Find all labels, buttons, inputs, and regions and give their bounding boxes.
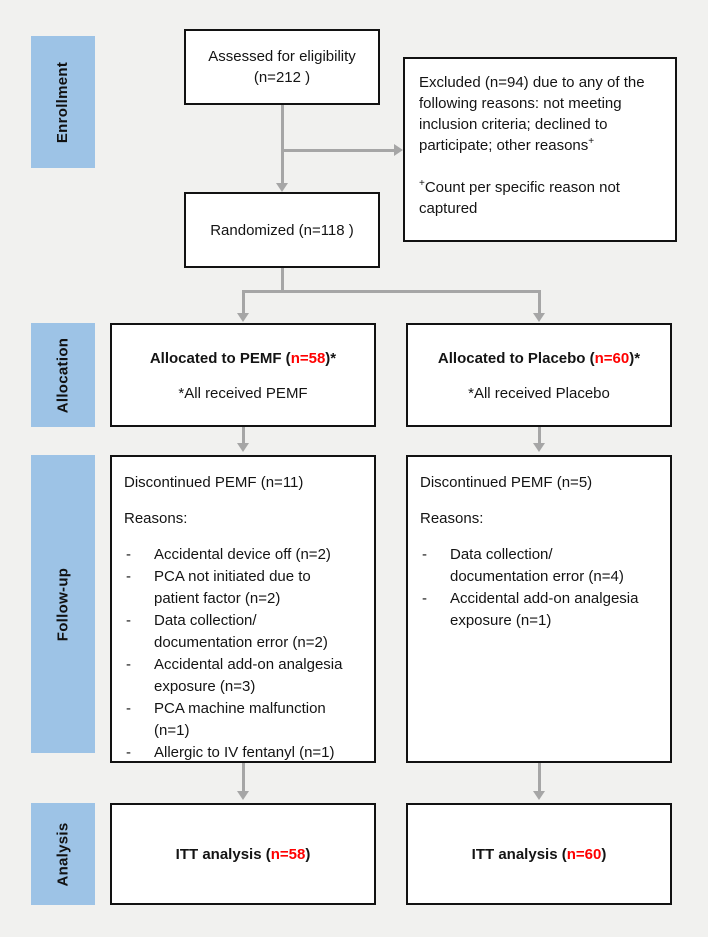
connector-split-right [537, 289, 541, 314]
superscript-plus: + [588, 136, 595, 147]
bullet-dash: - [126, 656, 131, 673]
allocation-sub-placebo: *All received Placebo [468, 385, 610, 402]
alloc-pemf-post: )* [325, 350, 337, 367]
bullet-dash: - [126, 744, 131, 761]
reasons-list-pemf: - Accidental device off (n=2) - PCA not ini… [124, 544, 358, 764]
arrowhead-down-analysis-left [236, 791, 249, 800]
arrowhead-right-excluded [394, 143, 403, 156]
itt-pemf-post: ) [305, 845, 311, 863]
reason-item: - Data collection/ documentation error (n… [420, 544, 654, 588]
assessed-line2: (n=212 ) [253, 69, 311, 86]
analysis-box-placebo: ITT analysis (n=60) [406, 803, 672, 905]
allocation-title-pemf: Allocated to PEMF (n=58)* [150, 348, 336, 369]
reason-item: - PCA not initiated due to patient factor… [124, 566, 358, 610]
arrowhead-down-alloc-left [236, 313, 249, 322]
reason-item: - Accidental add-on analgesia exposure (n… [124, 654, 358, 698]
reason-text: Allergic to IV fentanyl (n=1) [154, 744, 335, 761]
randomized-box: Randomized (n=118 ) [184, 192, 380, 268]
analysis-box-pemf: ITT analysis (n=58) [110, 803, 376, 905]
reason-item: - PCA machine malfunction (n=1) [124, 698, 358, 742]
stage-band-followup: Follow-up [31, 455, 95, 753]
allocation-title-placebo: Allocated to Placebo (n=60)* [438, 348, 640, 369]
discontinued-title-placebo: Discontinued PEMF (n=5) [420, 474, 593, 491]
bullet-dash: - [422, 546, 427, 563]
connector-randomized-stem [280, 268, 284, 292]
stage-label-analysis: Analysis [54, 821, 72, 887]
bullet-dash: - [126, 546, 131, 563]
connector-alloc-to-fu-right [537, 427, 541, 444]
itt-analysis-pemf: ITT analysis (n=58) [176, 844, 311, 865]
connector-fu-to-analysis-right [537, 763, 541, 792]
allocation-box-pemf: Allocated to PEMF (n=58)* *All received … [110, 323, 376, 427]
reason-text: Accidental add-on analgesia exposure (n=… [154, 656, 343, 695]
reasons-label-placebo: Reasons: [420, 510, 484, 527]
bullet-dash: - [126, 612, 131, 629]
itt-pemf-n: n=58 [270, 845, 306, 863]
arrowhead-down-randomized [275, 183, 288, 192]
reason-item: - Data collection/ documentation error (n… [124, 610, 358, 654]
arrowhead-down-fu-left [236, 443, 249, 452]
itt-placebo-pre: ITT analysis ( [471, 845, 567, 863]
followup-box-pemf: Discontinued PEMF (n=11) Reasons: - Accid… [110, 455, 376, 763]
allocation-sub-pemf: *All received PEMF [178, 385, 308, 402]
footnote-text: Count per specific reason not captured [419, 179, 620, 217]
reason-text: Accidental add-on analgesia exposure (n=… [450, 590, 639, 629]
itt-placebo-n: n=60 [566, 845, 602, 863]
reason-item: - Accidental device off (n=2) [124, 544, 358, 566]
arrowhead-down-alloc-right [532, 313, 545, 322]
alloc-placebo-pre: Allocated to Placebo ( [437, 350, 595, 367]
itt-placebo-post: ) [601, 845, 607, 863]
assessed-line1: Assessed for eligibility [208, 48, 356, 65]
reasons-list-placebo: - Data collection/ documentation error (n… [420, 544, 654, 632]
stage-label-allocation: Allocation [54, 337, 72, 413]
connector-split-left [241, 289, 245, 314]
connector-fu-to-analysis-left [241, 763, 245, 792]
arrowhead-down-analysis-right [532, 791, 545, 800]
reason-item: - Accidental add-on analgesia exposure (n… [420, 588, 654, 632]
excluded-text: Excluded (n=94) due to any of the follow… [419, 72, 661, 156]
stage-band-allocation: Allocation [31, 323, 95, 427]
reason-text: PCA not initiated due to patient factor … [154, 568, 311, 607]
stage-label-followup: Follow-up [54, 567, 72, 641]
itt-pemf-pre: ITT analysis ( [175, 845, 271, 863]
followup-box-placebo: Discontinued PEMF (n=5) Reasons: - Data c… [406, 455, 672, 763]
assessed-box: Assessed for eligibility (n=212 ) [184, 29, 380, 105]
stage-band-analysis: Analysis [31, 803, 95, 905]
allocation-box-placebo: Allocated to Placebo (n=60)* *All receiv… [406, 323, 672, 427]
reason-item: - Allergic to IV fentanyl (n=1) [124, 742, 358, 764]
bullet-dash: - [422, 590, 427, 607]
reason-text: Data collection/ documentation error (n=… [154, 612, 328, 651]
bullet-dash: - [126, 700, 131, 717]
discontinued-title-pemf: Discontinued PEMF (n=11) [124, 474, 304, 491]
alloc-placebo-n: n=60 [594, 350, 630, 367]
alloc-pemf-pre: Allocated to PEMF ( [149, 350, 291, 367]
itt-analysis-placebo: ITT analysis (n=60) [472, 844, 607, 865]
bullet-dash: - [126, 568, 131, 585]
excluded-body: Excluded (n=94) due to any of the follow… [419, 74, 645, 154]
alloc-pemf-n: n=58 [290, 350, 326, 367]
excluded-box: Excluded (n=94) due to any of the follow… [403, 57, 677, 242]
reason-text: Data collection/ documentation error (n=… [450, 546, 624, 585]
reason-text: PCA machine malfunction (n=1) [154, 700, 326, 739]
connector-split-horizontal [241, 289, 541, 293]
stage-label-enrollment: Enrollment [54, 61, 72, 143]
randomized-text: Randomized (n=118 ) [210, 221, 354, 239]
arrowhead-down-fu-right [532, 443, 545, 452]
reasons-label-pemf: Reasons: [124, 510, 188, 527]
excluded-footnote: +Count per specific reason not captured [419, 177, 661, 219]
connector-assessed-to-randomized [280, 105, 284, 184]
footnote-plus: + [419, 178, 425, 189]
stage-band-enrollment: Enrollment [31, 36, 95, 168]
alloc-placebo-post: )* [629, 350, 641, 367]
connector-alloc-to-fu-left [241, 427, 245, 444]
connector-branch-to-excluded [282, 148, 394, 152]
reason-text: Accidental device off (n=2) [154, 546, 331, 563]
